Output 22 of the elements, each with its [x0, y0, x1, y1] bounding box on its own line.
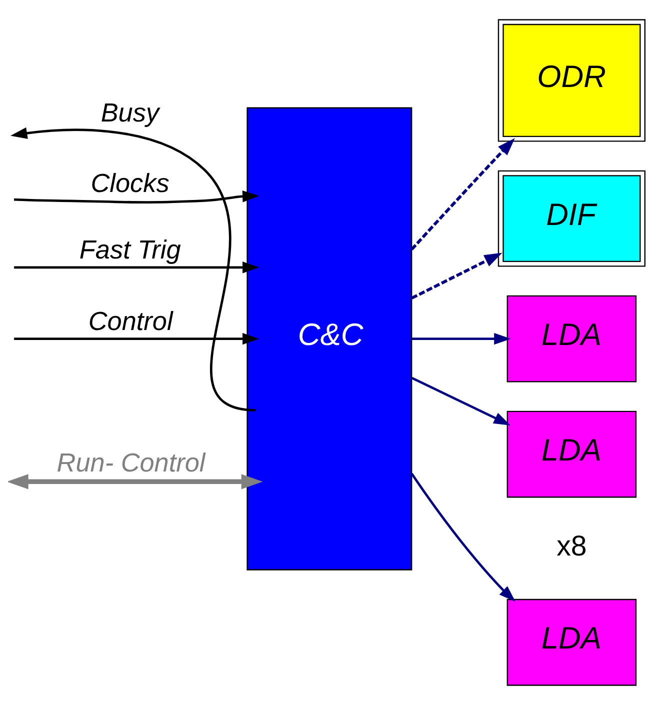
label: x8 — [556, 530, 587, 562]
node-box: LDA — [506, 410, 637, 498]
node-box: DIF — [498, 170, 646, 266]
arrow — [14, 190, 260, 203]
arrow — [411, 376, 510, 425]
arrow — [14, 261, 260, 273]
node-box: LDA — [506, 294, 637, 382]
edge-label: Run- Control — [56, 447, 206, 478]
node-box: LDA — [506, 598, 637, 686]
edge-label: Fast Trig — [79, 234, 181, 264]
arrow — [10, 126, 256, 411]
node-box: ODR — [498, 18, 646, 142]
edge-label: Clocks — [90, 167, 170, 198]
arrow — [8, 474, 263, 489]
arrow — [410, 472, 516, 602]
arrow — [410, 138, 515, 250]
edge-label: Busy — [100, 97, 160, 128]
arrow — [411, 252, 502, 299]
arrow — [412, 332, 511, 344]
arrow — [14, 332, 260, 344]
edge-label: Control — [88, 306, 173, 336]
node-box: C&C — [246, 106, 412, 570]
